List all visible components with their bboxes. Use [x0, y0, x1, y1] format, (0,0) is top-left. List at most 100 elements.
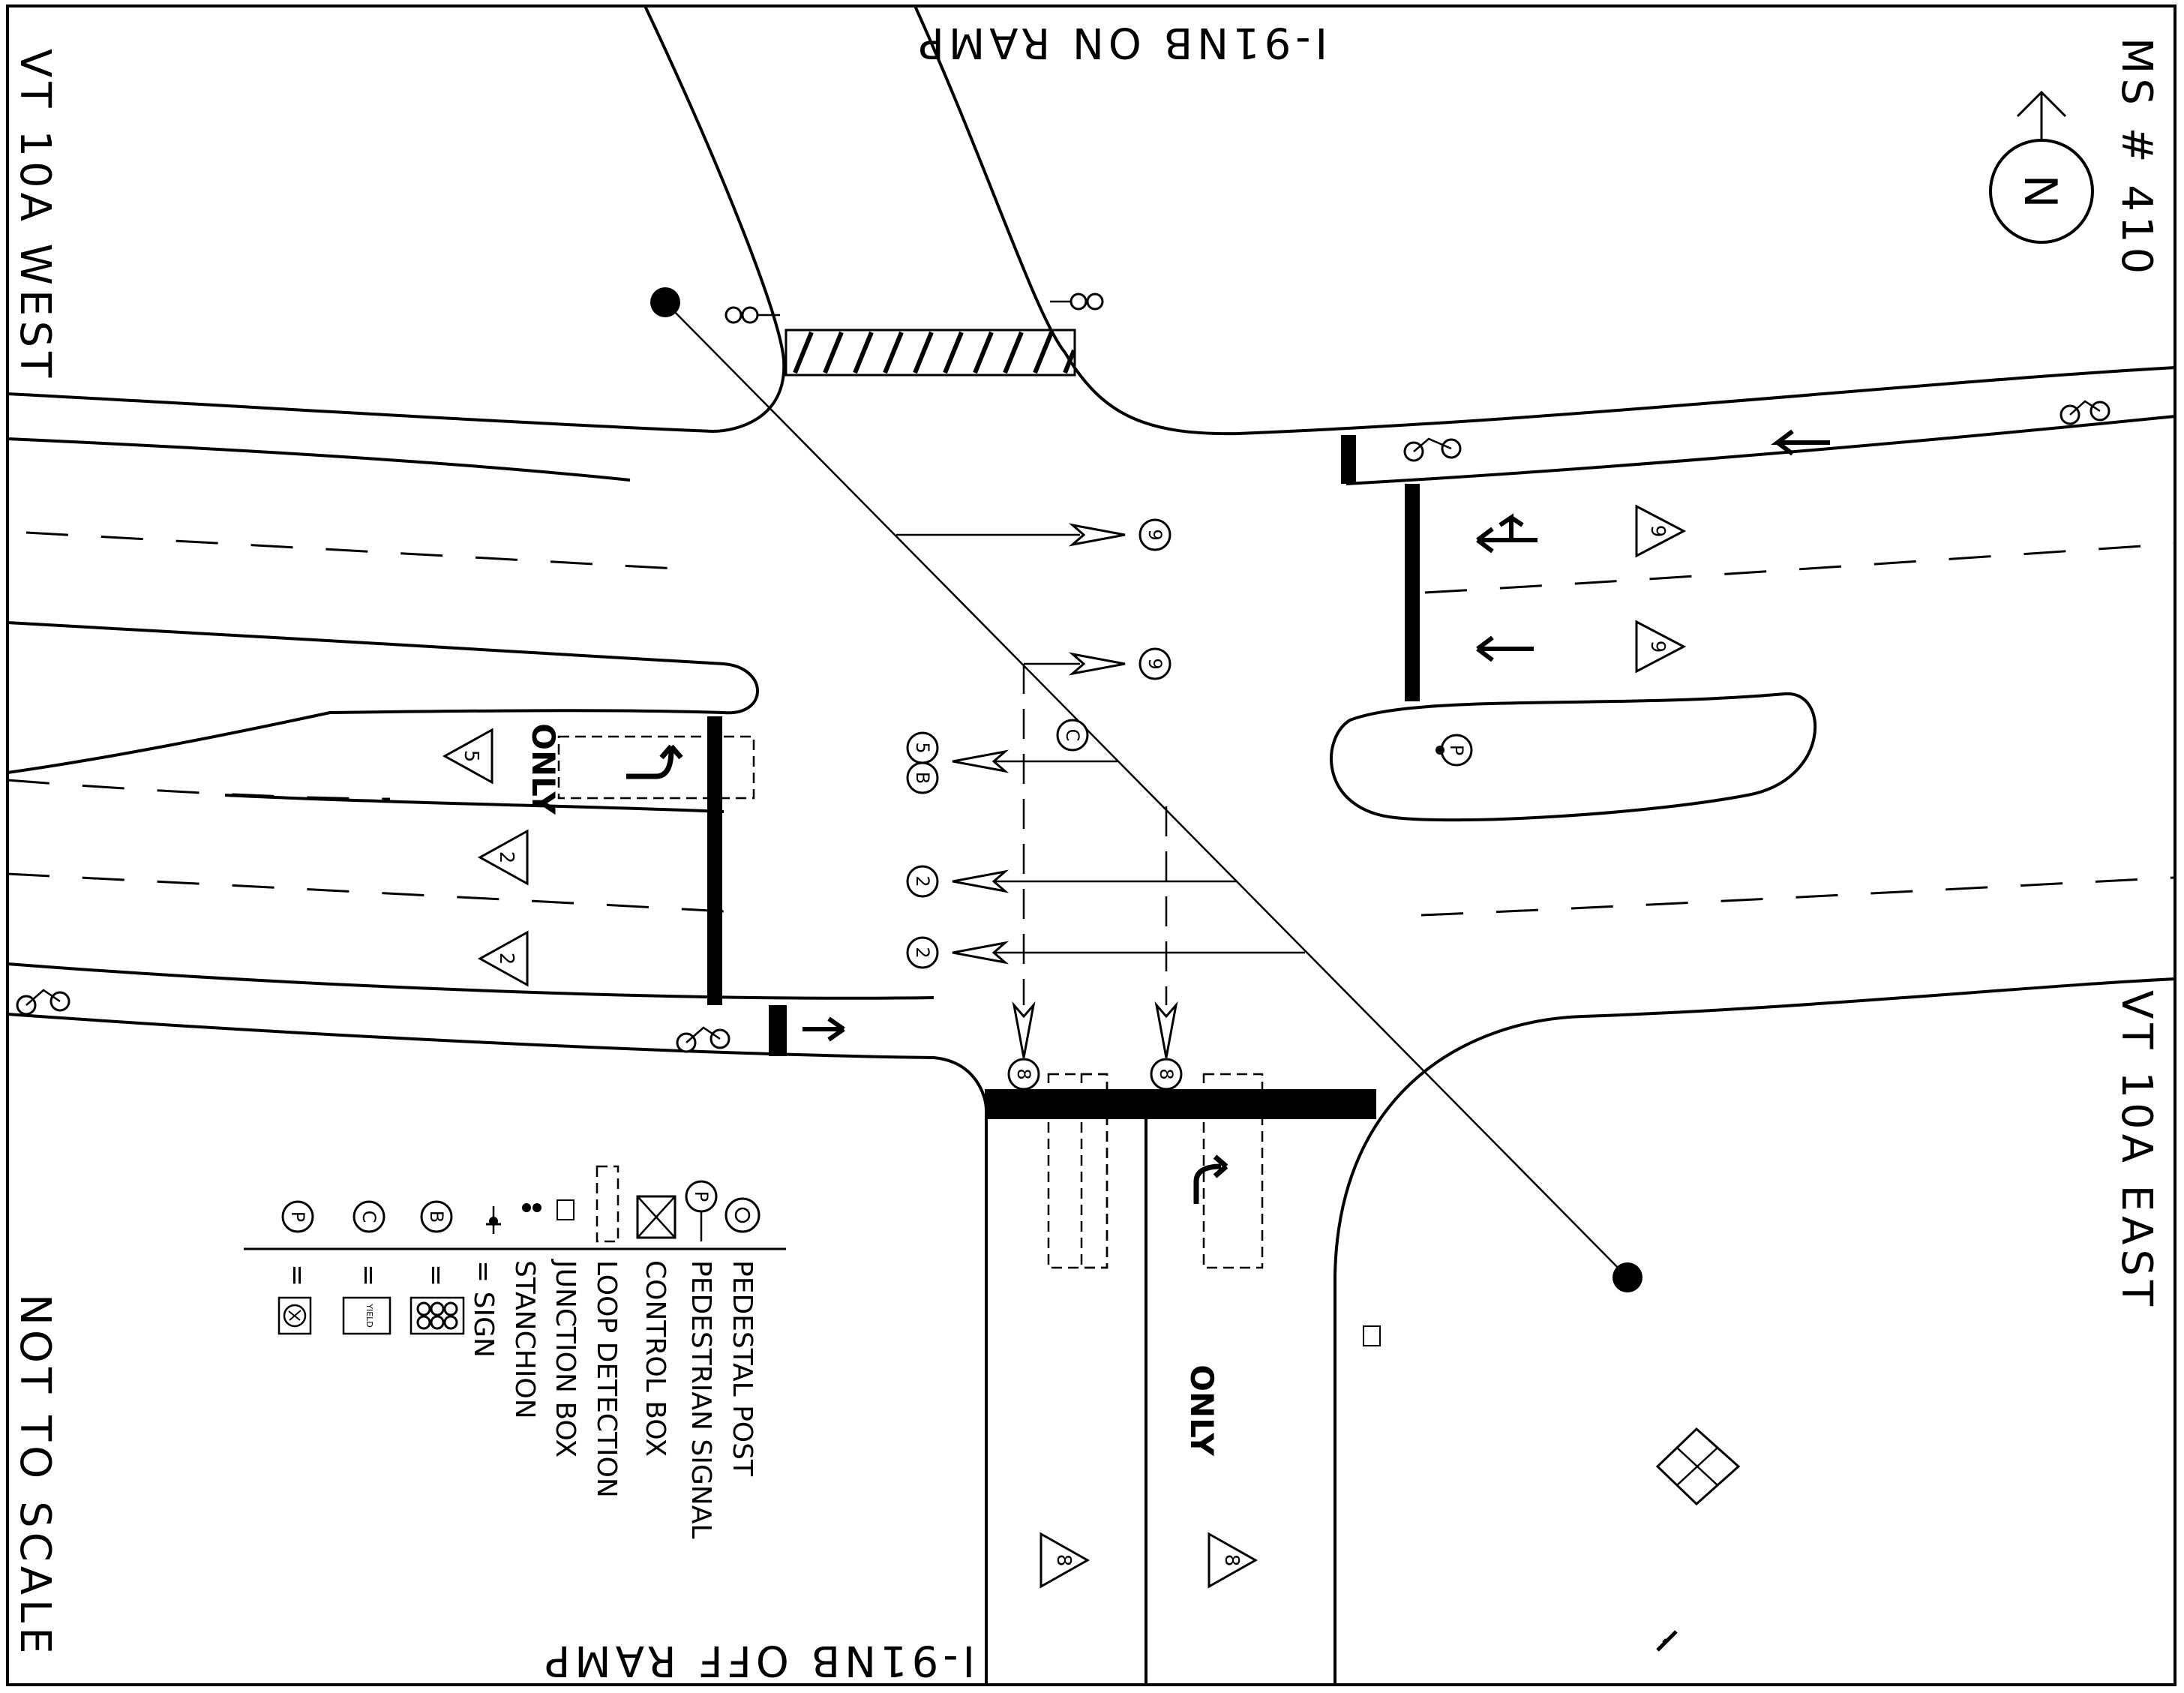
svg-text:9: 9 — [1646, 641, 1669, 653]
on-ramp-east-edge — [914, 5, 2176, 436]
legend-sign-symbol — [486, 1206, 501, 1234]
control-box-symbol — [1655, 1427, 1741, 1506]
phase-triangle-9-upper: 9 — [1635, 504, 1687, 558]
west-stop-bar — [707, 716, 722, 1005]
phase-circle-b: B — [906, 761, 939, 794]
north-arrow-letter: N — [2014, 175, 2066, 209]
legend-key-c: C — [352, 1200, 386, 1233]
signal-8-right-arrow — [1154, 1001, 1178, 1058]
on-ramp-west-edge — [7, 5, 786, 434]
legend-loop-symbol — [596, 1165, 620, 1243]
off-ramp-east-edge — [1334, 977, 2176, 1685]
phase-triangle-2-upper: 2 — [477, 829, 529, 886]
legend: P B C P PEDESTAL POST PEDESTRIAN SIGNAL … — [244, 1165, 786, 1538]
bike-symbol-east-1 — [2060, 400, 2110, 425]
east-median-island — [1330, 692, 1817, 822]
west-upper-lane-dash — [26, 531, 676, 570]
loop-detectors — [557, 735, 1264, 1269]
svg-text:8: 8 — [1156, 1068, 1177, 1079]
legend-yield-sign-symbol: YIELD — [342, 1296, 392, 1335]
east-bike-arrow — [1771, 429, 1830, 456]
legend-item-stanchion: STANCHION — [509, 1260, 540, 1419]
svg-text:9: 9 — [1646, 525, 1669, 538]
east-thru-arrow — [1476, 635, 1534, 662]
east-lower-lane-dash — [1420, 876, 2176, 917]
legend-control-box-symbol — [636, 1195, 676, 1239]
west-median-island — [7, 621, 759, 774]
sign-symbol-se — [1656, 1630, 1678, 1652]
legend-signal-head-symbol — [410, 1296, 465, 1335]
svg-text:P: P — [287, 1211, 308, 1222]
east-upper-lane-dash — [1424, 542, 2176, 594]
svg-text:5: 5 — [912, 742, 933, 753]
phase-triangle-8-left: 8 — [1040, 1532, 1090, 1589]
svg-text:8: 8 — [1013, 1068, 1034, 1079]
only-marking-west: ONLY — [525, 723, 562, 815]
span-pole-southeast — [1612, 1262, 1642, 1292]
vt10a-east-bike-lane-line — [1346, 415, 2176, 485]
phase-circle-2-upper: 2 — [906, 865, 939, 898]
label-vt10a-west: VT 10A WEST — [10, 49, 59, 382]
drawing-border — [6, 5, 2176, 1686]
ped-button-ne — [1070, 293, 1088, 311]
legend-pedestrian-symbol — [278, 1296, 312, 1335]
label-off-ramp: I-91NB OFF RAMP — [541, 1636, 975, 1685]
span-pole-northwest — [650, 287, 680, 317]
legend-item-pedestal-post: PEDESTAL POST — [727, 1260, 758, 1477]
pedestal-post-dot — [1436, 746, 1444, 755]
svg-text:P: P — [1446, 745, 1467, 755]
svg-text:8: 8 — [1220, 1554, 1243, 1567]
svg-text:B: B — [426, 1211, 447, 1223]
svg-text:P: P — [691, 1191, 712, 1202]
signal-heads — [896, 523, 1305, 1058]
legend-item-sign: = SIGN — [468, 1260, 499, 1358]
legend-equals-b: = — [421, 1264, 452, 1286]
lane-dashes — [7, 531, 2176, 917]
phase-circle-5: 5 — [906, 731, 939, 764]
loop-offramp-right — [1202, 1073, 1264, 1269]
phase-triangle-2-lower: 2 — [477, 930, 529, 987]
ped-button-nw-2 — [741, 306, 759, 324]
phase-circle-2-lower: 2 — [906, 936, 939, 969]
bike-symbol-east-2 — [1403, 437, 1462, 462]
signal-2-upper-arrow — [952, 869, 1010, 893]
svg-text:9: 9 — [1144, 529, 1166, 540]
svg-text:2: 2 — [495, 953, 518, 965]
legend-item-pedestrian-signal: PEDESTRIAN SIGNAL — [686, 1260, 716, 1538]
legend-key-b: B — [420, 1200, 453, 1233]
svg-text:2: 2 — [495, 851, 518, 864]
only-marking-offramp: ONLY — [1184, 1364, 1220, 1456]
loop-offramp-left-b — [1080, 1073, 1108, 1269]
legend-item-control-box: CONTROL BOX — [640, 1260, 670, 1457]
loop-west-left-turn — [557, 735, 755, 800]
svg-text:8: 8 — [1052, 1554, 1075, 1567]
ped-button-nw — [724, 306, 742, 324]
bike-symbols — [16, 400, 2110, 1053]
signal-2-lower-arrow — [952, 941, 1010, 965]
label-vt10a-east: VT 10A EAST — [2112, 990, 2161, 1310]
east-stop-bar — [1405, 484, 1420, 701]
north-arrow-head — [2016, 90, 2067, 118]
crosswalk-hatching — [793, 331, 1076, 374]
svg-text:C: C — [358, 1211, 380, 1223]
ped-buttons — [724, 293, 1104, 324]
phase-triangle-5: 5 — [442, 728, 494, 785]
label-not-to-scale: NOT TO SCALE — [10, 1294, 59, 1658]
legend-equals-c: = — [353, 1264, 384, 1286]
svg-text:5: 5 — [460, 750, 482, 763]
svg-text:9: 9 — [1144, 658, 1166, 669]
phase-triangles: 9 9 5 2 2 8 8 — [442, 504, 1687, 1589]
label-ms-number: MS # 410 — [2112, 38, 2161, 278]
phase-triangle-8-right: 8 — [1208, 1532, 1258, 1589]
west-left-turn-arrow — [626, 744, 683, 779]
offramp-right-turn-arrow — [1193, 1154, 1228, 1204]
phase-circle-p: P — [1440, 734, 1473, 767]
svg-text:YIELD: YIELD — [364, 1303, 374, 1328]
vt10a-west-bike-lane-line — [7, 962, 934, 1000]
off-ramp-stop-bar — [985, 1089, 1376, 1119]
ped-button-ne-2 — [1086, 293, 1104, 311]
legend-ped-signal-symbol: P — [685, 1180, 718, 1241]
legend-key-p: P — [281, 1200, 314, 1233]
signal-9-lower-arrow — [1068, 652, 1126, 676]
